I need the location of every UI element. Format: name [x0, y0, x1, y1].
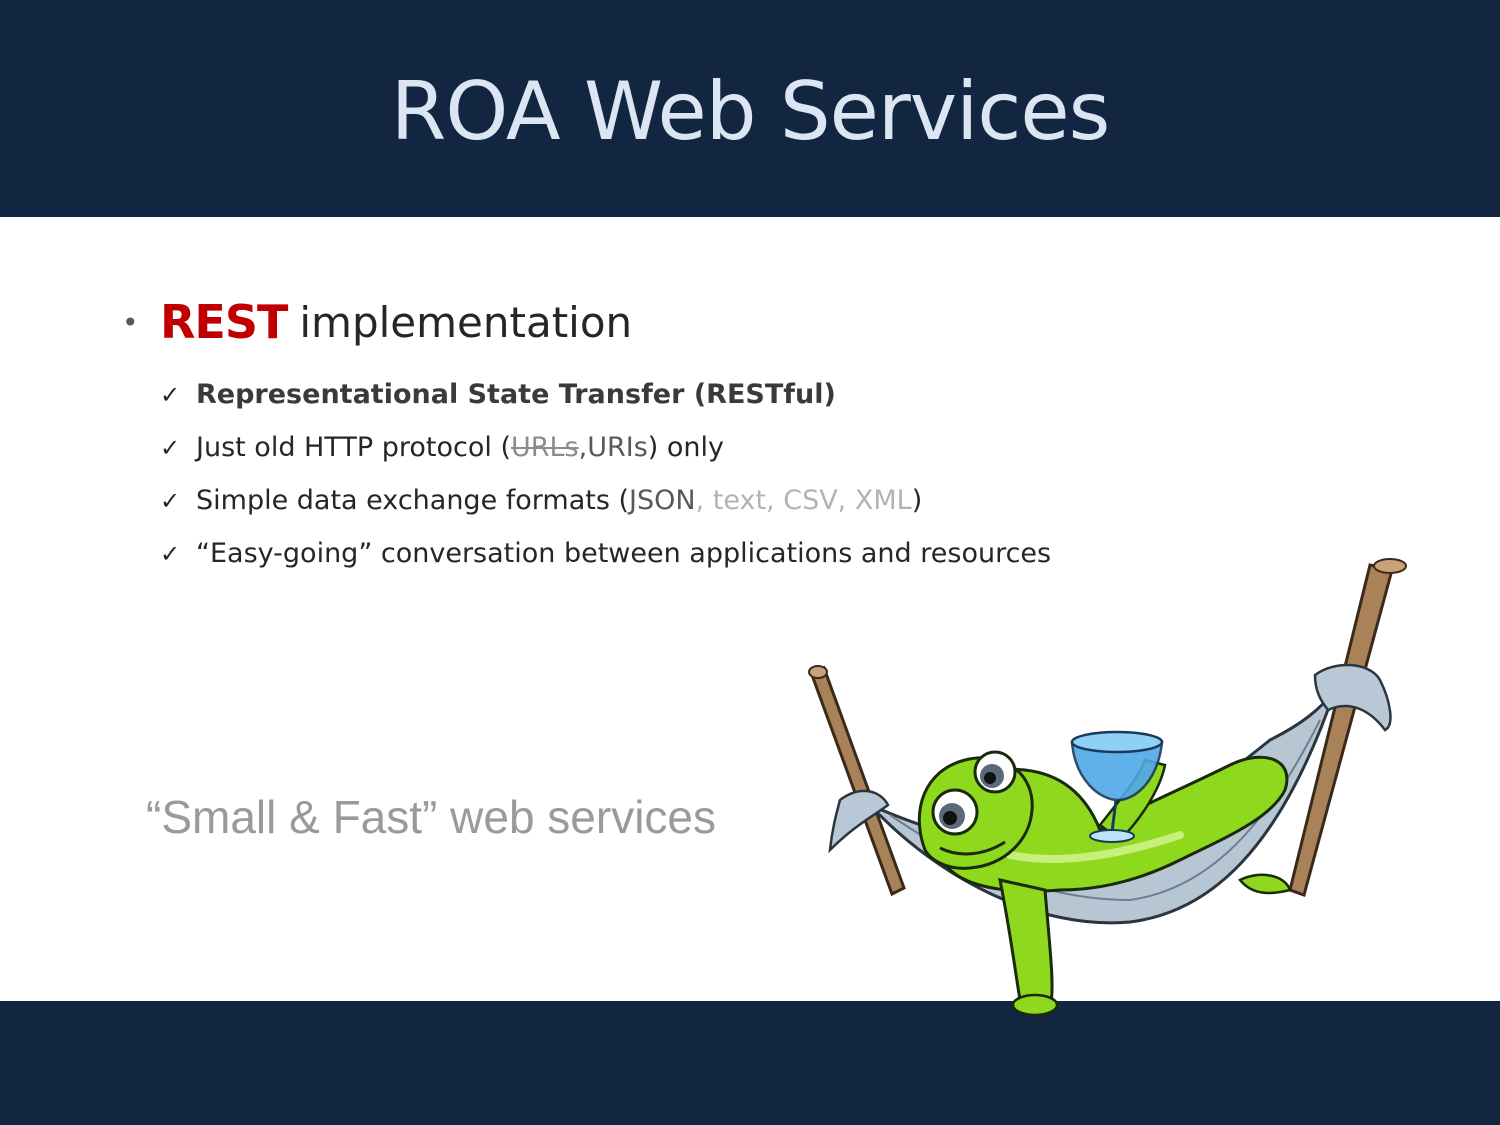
bullet-text: implementation: [299, 297, 633, 347]
list-item-suffix: ): [911, 485, 923, 516]
uris-text: URIs: [587, 432, 648, 463]
checkmark-icon: ✓: [160, 486, 181, 515]
list-item: ✓ Just old HTTP protocol (URLs, URIs) on…: [160, 421, 1051, 474]
header-band: [0, 0, 1500, 217]
list-item-text: Simple data exchange formats (: [196, 485, 630, 516]
list-item-suffix: ) only: [647, 432, 725, 463]
list-item-text: Representational State Transfer (RESTful…: [196, 379, 836, 410]
footer-band: [0, 1001, 1500, 1125]
checkmark-icon: ✓: [160, 539, 181, 568]
main-bullet: • REST implementation: [122, 290, 632, 354]
list-item: ✓ “Easy-going” conversation between appl…: [160, 527, 1051, 580]
sub-list: ✓ Representational State Transfer (RESTf…: [160, 368, 1051, 580]
other-formats-text: , text, CSV, XML: [695, 485, 912, 516]
frog-in-hammock-icon: [808, 558, 1407, 1017]
json-text: JSON: [629, 485, 696, 516]
checkmark-icon: ✓: [160, 380, 181, 409]
list-item: ✓ Simple data exchange formats (JSON, te…: [160, 474, 1051, 527]
rest-keyword: REST: [160, 295, 288, 349]
checkmark-icon: ✓: [160, 433, 181, 462]
slide-title: ROA Web Services: [390, 65, 1111, 158]
list-item-text: Just old HTTP protocol (: [196, 432, 511, 463]
separator: ,: [578, 432, 588, 463]
tagline: “Small & Fast” web services: [146, 791, 717, 843]
struck-urls: URLs: [510, 432, 579, 463]
list-item-text: “Easy-going” conversation between applic…: [196, 538, 1052, 569]
list-item: ✓ Representational State Transfer (RESTf…: [160, 368, 1051, 421]
bullet-dot-icon: •: [122, 305, 139, 339]
